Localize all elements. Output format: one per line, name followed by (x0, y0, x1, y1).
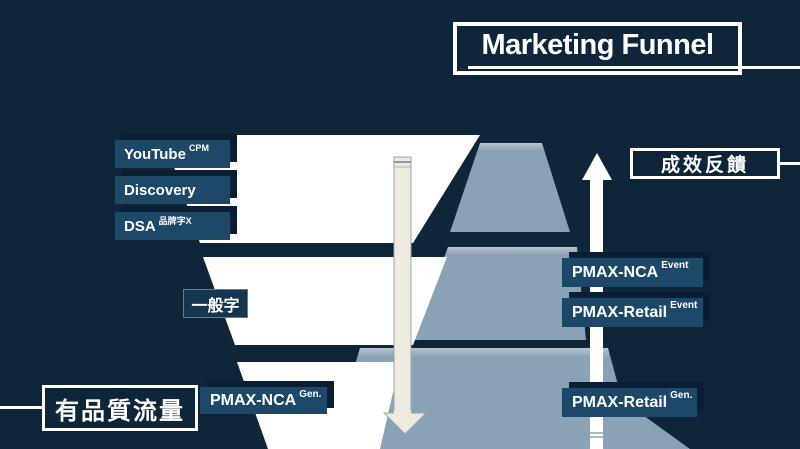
label-discovery: Discovery (115, 176, 230, 204)
label-superscript: CPM (188, 143, 209, 153)
label-youtube-cpm: YouTube CPM (115, 140, 230, 168)
title-box: Marketing Funnel (453, 22, 742, 75)
label-text: DSA (124, 217, 156, 235)
pyramid-tier-1 (450, 143, 570, 232)
page-title: Marketing Funnel (481, 29, 714, 61)
label-text: PMAX-Retail (572, 393, 668, 411)
label-superscript: Gen. (670, 390, 693, 401)
label-text: PMAX-NCA (572, 263, 659, 281)
label-text: PMAX-Retail (572, 303, 668, 321)
quality-traffic-label: 有品質流量 (55, 397, 185, 425)
label-pmax-nca-gen: PMAX-NCA Gen. (200, 387, 327, 414)
label-text: PMAX-NCA (210, 391, 297, 409)
quality-traffic-callout: 有品質流量 (42, 385, 198, 431)
label-pmax-retail-gen: PMAX-Retail Gen. (562, 388, 697, 417)
label-superscript: Gen. (299, 389, 322, 400)
label-dsa-brand-keywords: DSA 品牌字X (115, 212, 230, 240)
label-superscript: Event (661, 260, 689, 271)
traffic-flow-down-arrow-icon (382, 156, 428, 435)
label-superscript: 品牌字X (158, 215, 192, 226)
title-underline (468, 66, 800, 69)
pyramid-tier-2 (413, 247, 586, 340)
label-text: Discovery (124, 181, 196, 199)
label-pmax-nca-event: PMAX-NCA Event (562, 258, 703, 287)
quality-connector-line (0, 406, 44, 409)
label-superscript: Event (670, 300, 698, 311)
funnel-tier-2 (203, 257, 447, 345)
label-text: 一般字 (191, 297, 240, 315)
label-text: YouTube (124, 145, 186, 163)
feedback-connector-line (778, 162, 800, 165)
label-general-keywords: 一般字 (183, 289, 248, 318)
feedback-label: 成效反饋 (660, 155, 749, 176)
feedback-callout: 成效反饋 (630, 148, 780, 179)
label-pmax-retail-event: PMAX-Retail Event (562, 298, 703, 327)
